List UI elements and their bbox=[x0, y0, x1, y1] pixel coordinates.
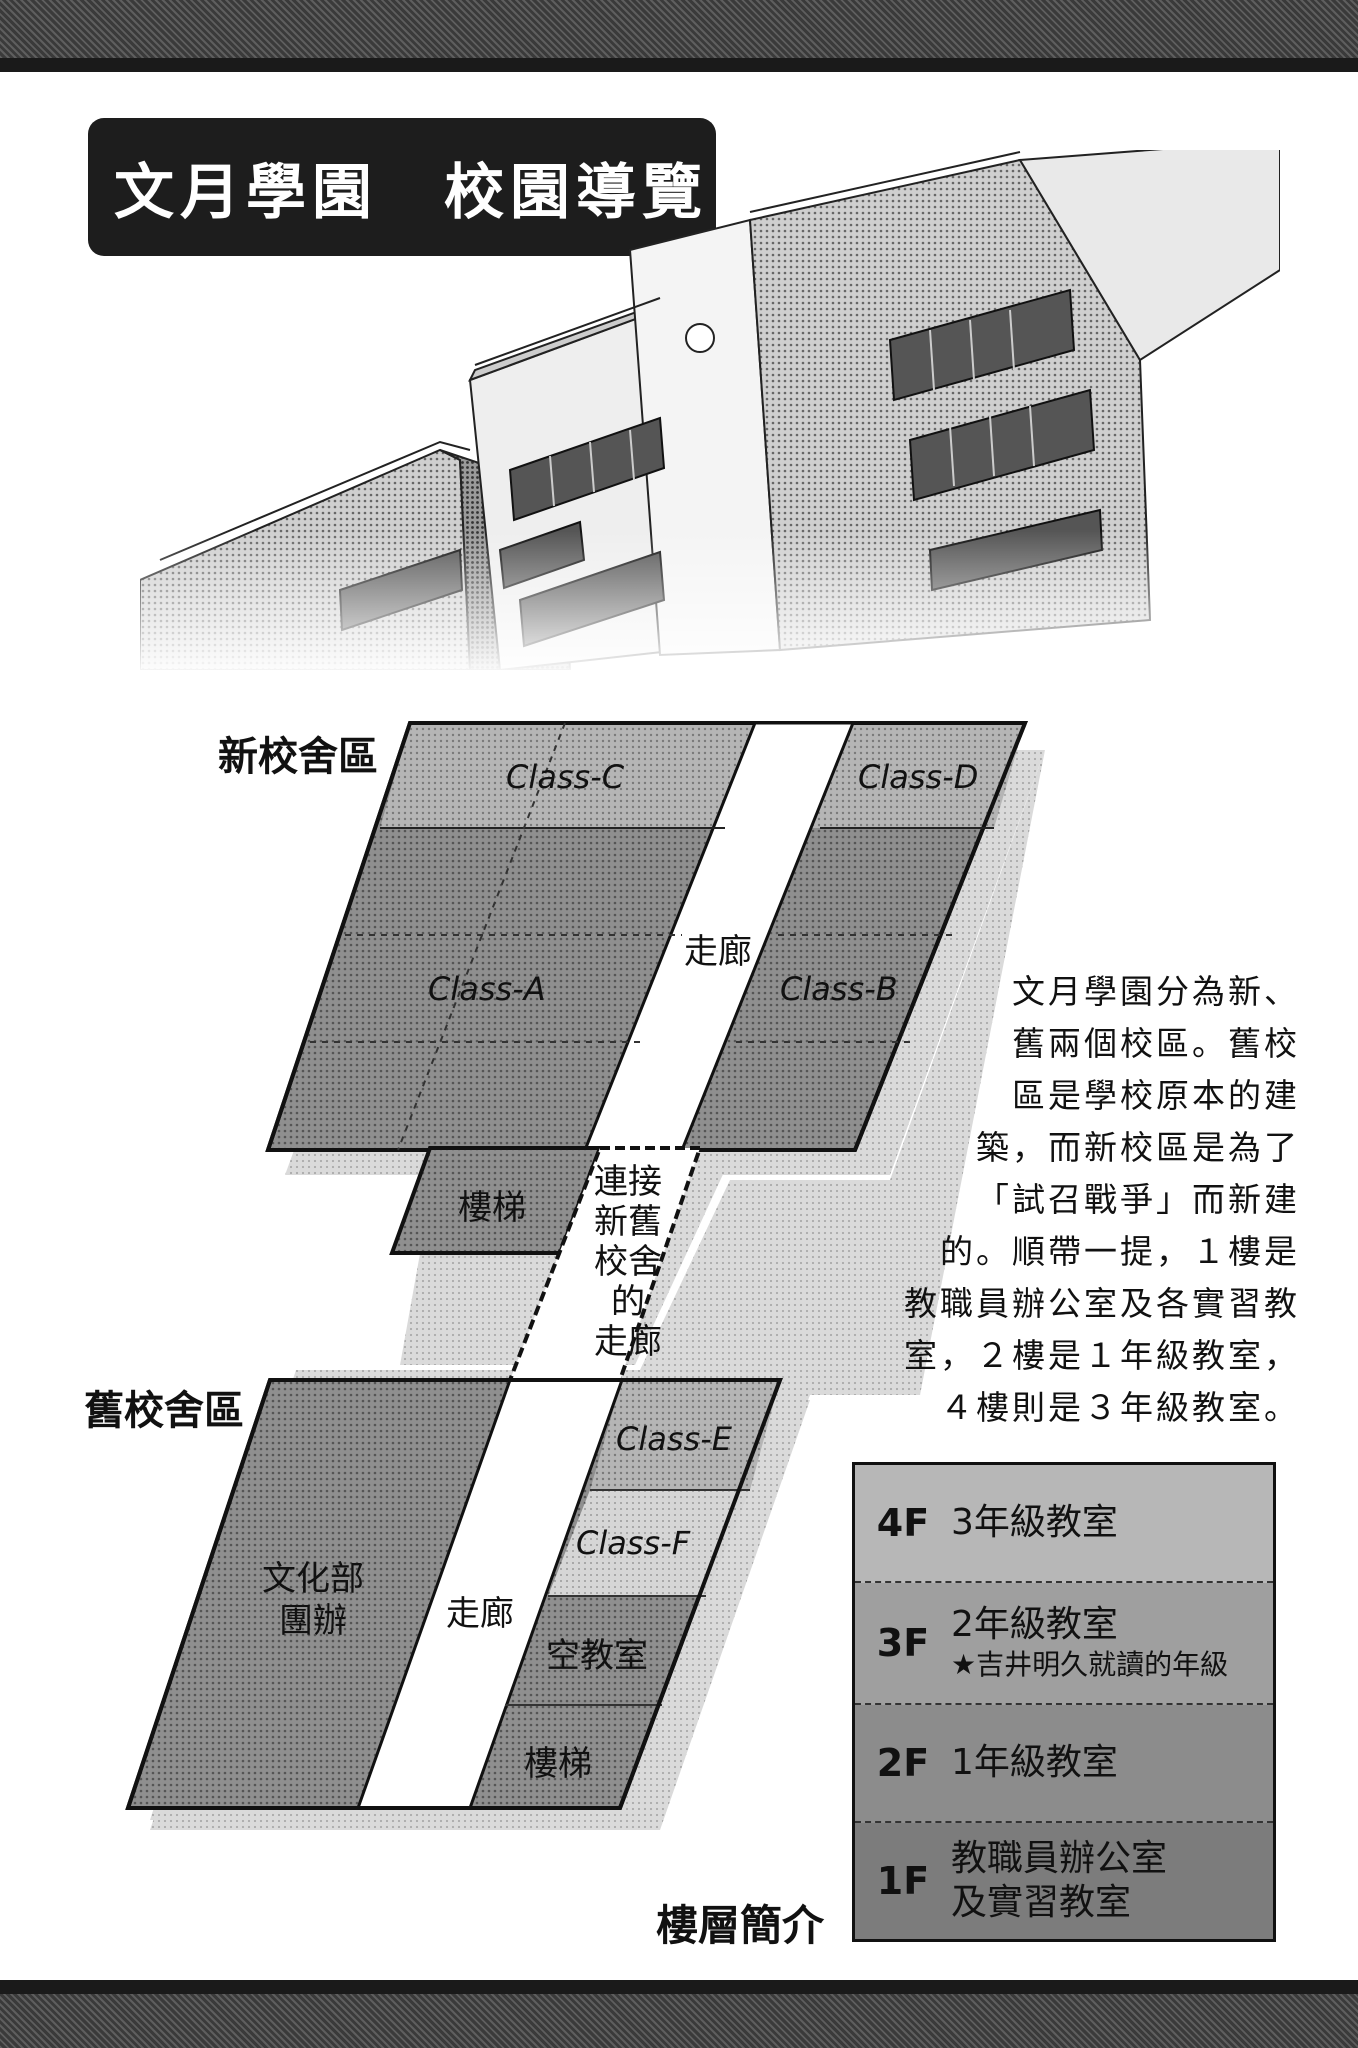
description-line: 的。順帶一提，１樓是 bbox=[940, 1232, 1300, 1271]
floor-row-3f: 3F 2年級教室 ★吉井明久就讀的年級 bbox=[855, 1583, 1273, 1705]
room-class-d: Class-D bbox=[858, 758, 979, 796]
connector-label-line: 的 bbox=[611, 1282, 645, 1322]
description-line: 區是學校原本的建 bbox=[1012, 1076, 1300, 1115]
floor-desc: 教職員辦公室 及實習教室 bbox=[951, 1837, 1167, 1925]
connector-label: 連接 新舊 校舍 的 走廊 bbox=[568, 1162, 688, 1362]
floor-guide-table: 4F 3年級教室 3F 2年級教室 ★吉井明久就讀的年級 2F 1年級教室 1F… bbox=[852, 1462, 1276, 1942]
stairs-new-label: 樓梯 bbox=[458, 1188, 526, 1228]
description-line: 教職員辦公室及各實習教 bbox=[904, 1284, 1300, 1323]
floor-number: 1F bbox=[876, 1859, 930, 1903]
new-building-label: 新校舍區 bbox=[218, 734, 378, 780]
corridor-old-label: 走廊 bbox=[446, 1594, 514, 1634]
floor-desc: 3年級教室 bbox=[951, 1501, 1118, 1545]
connector-label-line: 校舍 bbox=[594, 1242, 662, 1282]
club-room-label-line: 團辦 bbox=[279, 1601, 347, 1641]
page-title: 文月學園 校園導覽 bbox=[114, 157, 708, 228]
room-class-e: Class-E bbox=[616, 1420, 732, 1458]
club-room-label: 文化部 團辦 bbox=[262, 1558, 364, 1642]
description-line: 築，而新校區是為了 bbox=[976, 1128, 1300, 1167]
floor-desc-line: 2年級教室 bbox=[951, 1604, 1118, 1645]
floor-row-4f: 4F 3年級教室 bbox=[855, 1465, 1273, 1583]
old-building-label: 舊校舍區 bbox=[84, 1388, 244, 1434]
floor-desc: 1年級教室 bbox=[951, 1741, 1118, 1785]
floor-row-2f: 2F 1年級教室 bbox=[855, 1705, 1273, 1823]
stairs-old-label: 樓梯 bbox=[524, 1744, 592, 1784]
description-line: 「試召戰爭」而新建 bbox=[976, 1180, 1300, 1219]
new-building-block bbox=[265, 721, 1028, 1152]
club-room-label-line: 文化部 bbox=[262, 1559, 364, 1599]
floor-desc-line: 3年級教室 bbox=[951, 1502, 1118, 1543]
connector-label-line: 連接 bbox=[594, 1162, 662, 1202]
floor-number: 4F bbox=[876, 1501, 930, 1545]
floor-desc-line: 1年級教室 bbox=[951, 1742, 1118, 1783]
floor-guide-caption: 樓層簡介 bbox=[656, 1901, 825, 1950]
floor-number: 2F bbox=[876, 1741, 930, 1785]
floor-row-1f: 1F 教職員辦公室 及實習教室 bbox=[855, 1823, 1273, 1939]
empty-room-label: 空教室 bbox=[546, 1636, 648, 1676]
connector-label-line: 走廊 bbox=[594, 1322, 662, 1362]
floor-note: ★吉井明久就讀的年級 bbox=[951, 1648, 1229, 1681]
floor-desc-line: 教職員辦公室 bbox=[951, 1838, 1168, 1879]
top-border-band bbox=[0, 0, 1358, 72]
description-line: 文月學園分為新、 bbox=[1012, 972, 1300, 1011]
bottom-border-band bbox=[0, 1980, 1358, 2048]
description-line: 室，２樓是１年級教室， bbox=[904, 1336, 1300, 1375]
room-class-b: Class-B bbox=[780, 970, 898, 1008]
old-building-block bbox=[125, 1378, 783, 1810]
description-line: ４樓則是３年級教室。 bbox=[940, 1388, 1300, 1427]
campus-description: 文月學園分為新、 舊兩個校區。舊校 區是學校原本的建 築，而新校區是為了 「試召… bbox=[860, 966, 1300, 1434]
room-class-a: Class-A bbox=[428, 970, 546, 1008]
description-line: 舊兩個校區。舊校 bbox=[1012, 1024, 1300, 1063]
floor-number: 3F bbox=[876, 1621, 930, 1665]
floor-desc: 2年級教室 ★吉井明久就讀的年級 bbox=[951, 1603, 1228, 1683]
title-banner: 文月學園 校園導覽 bbox=[88, 118, 716, 256]
connector-label-line: 新舊 bbox=[594, 1202, 662, 1242]
floor-desc-line: 及實習教室 bbox=[951, 1882, 1132, 1923]
school-building-illustration bbox=[140, 150, 1280, 670]
room-class-c: Class-C bbox=[506, 758, 625, 796]
room-class-f: Class-F bbox=[576, 1524, 691, 1562]
corridor-new-label: 走廊 bbox=[684, 932, 752, 972]
